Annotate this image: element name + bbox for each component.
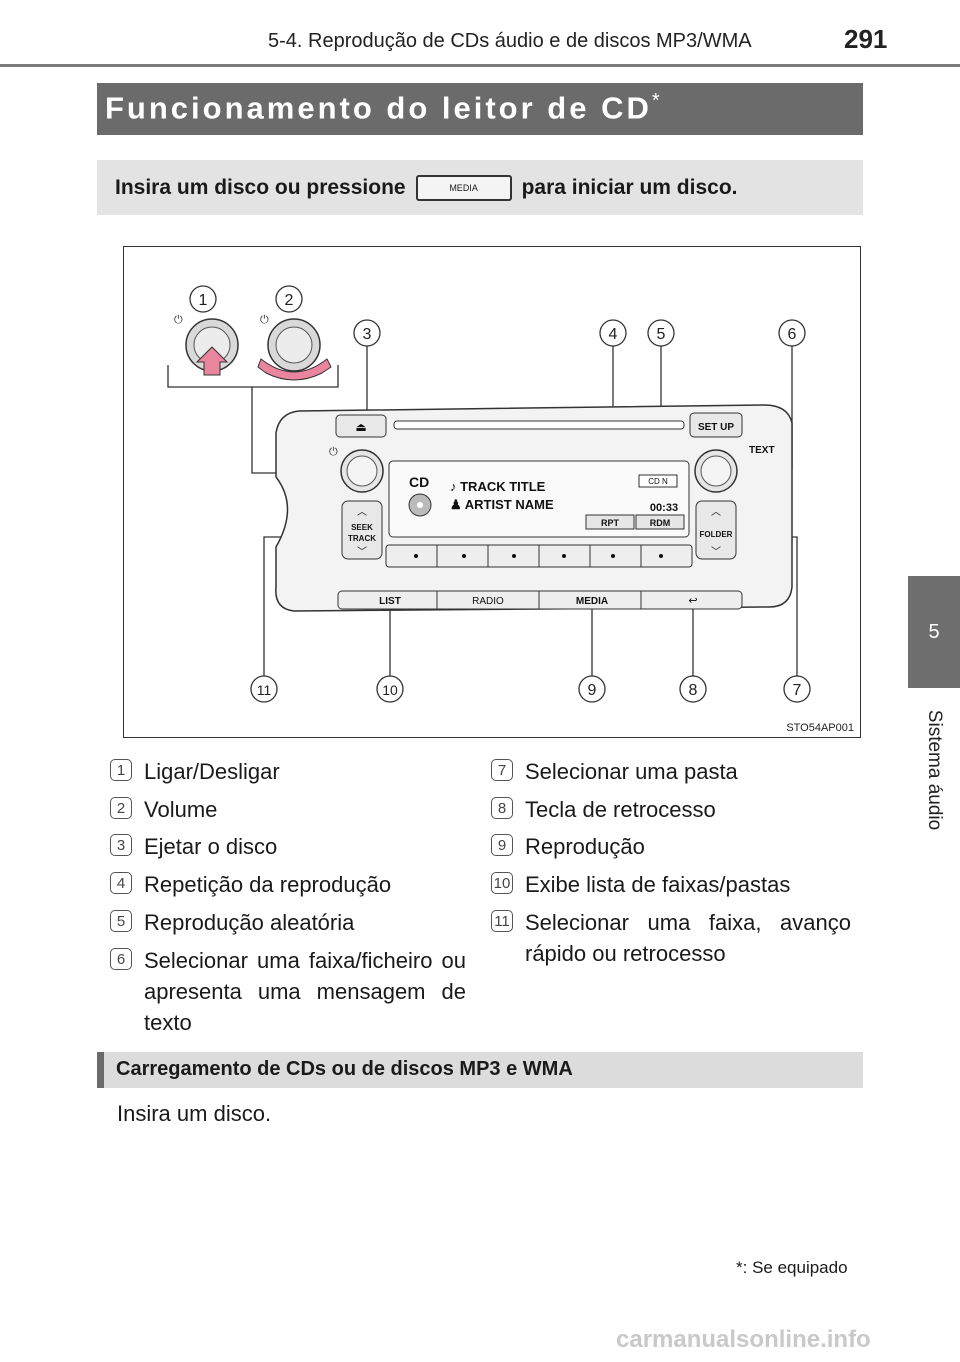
eject-label: ⏏ bbox=[355, 420, 366, 434]
svg-text:﹀: ﹀ bbox=[357, 546, 367, 558]
display-track: ♪ TRACK TITLE bbox=[450, 479, 546, 494]
page-number: 291 bbox=[844, 24, 888, 54]
header-rule bbox=[0, 64, 960, 67]
section-body: Insira um disco. bbox=[117, 1101, 272, 1126]
item-badge-7: 7 bbox=[491, 759, 513, 781]
item-text-6: Selecionar uma faixa/ficheiro ou apresen… bbox=[144, 948, 466, 1035]
track-label: TRACK bbox=[348, 534, 376, 543]
instruction-before: Insira um disco ou pressione bbox=[115, 176, 406, 199]
display-time: 00:33 bbox=[650, 502, 678, 514]
callout-11: 11 bbox=[257, 682, 272, 698]
seek-label: SEEK bbox=[351, 523, 373, 532]
watermark: carmanualsonline.info bbox=[616, 1326, 871, 1353]
svg-text:︿: ︿ bbox=[357, 507, 367, 518]
callout-1: 1 bbox=[199, 292, 208, 309]
display-cd-icon: CD N bbox=[648, 477, 668, 486]
svg-text:︿: ︿ bbox=[711, 507, 721, 518]
main-title: Funcionamento do leitor de CD bbox=[105, 90, 652, 126]
callout-9: 9 bbox=[588, 682, 597, 699]
instruction-box: Insira um disco ou pressione MEDIA para … bbox=[97, 160, 863, 215]
item-text-2: Volume bbox=[144, 797, 218, 822]
setup-label: SET UP bbox=[698, 422, 734, 433]
callout-7: 7 bbox=[793, 682, 802, 699]
item-text-3: Ejetar o disco bbox=[144, 834, 278, 859]
item-text-5: Reprodução aleatória bbox=[144, 910, 355, 935]
svg-text:⏻: ⏻ bbox=[329, 446, 338, 458]
callout-3: 3 bbox=[363, 326, 372, 343]
callout-10: 10 bbox=[382, 682, 398, 698]
audio-panel-figure: ⏻ ⏻ ⏏ SET UP TEXT ⏻ CD ♪ TRACK TITLE ♟ A… bbox=[123, 246, 861, 738]
media-button-glyph: MEDIA bbox=[415, 175, 512, 201]
folder-label: FOLDER bbox=[700, 530, 733, 539]
chapter-title: Sistema áudio bbox=[924, 709, 945, 831]
callout-4: 4 bbox=[609, 326, 618, 343]
back-label: ↩ bbox=[688, 595, 697, 607]
inset-knobs: ⏻ ⏻ bbox=[174, 314, 332, 381]
chapter-tab: 5 bbox=[908, 576, 960, 688]
instruction-after: para iniciar um disco. bbox=[521, 176, 738, 199]
item-text-1: Ligar/Desligar bbox=[144, 759, 280, 784]
chapter-number: 5 bbox=[928, 620, 940, 643]
section-header: 5-4. Reprodução de CDs áudio e de discos… bbox=[268, 30, 752, 52]
item-text-9: Reprodução bbox=[525, 834, 645, 859]
section-heading-bar: Carregamento de CDs ou de discos MP3 e W… bbox=[97, 1052, 863, 1088]
callout-8: 8 bbox=[689, 682, 698, 699]
list-label: LIST bbox=[379, 596, 401, 607]
svg-text:﹀: ﹀ bbox=[711, 546, 721, 558]
callout-6: 6 bbox=[788, 326, 797, 343]
radio-label: RADIO bbox=[472, 596, 504, 607]
svg-text:⏻: ⏻ bbox=[260, 314, 269, 326]
item-badge-5: 5 bbox=[110, 910, 132, 932]
callout-5: 5 bbox=[657, 326, 666, 343]
item-text-7: Selecionar uma pasta bbox=[525, 759, 738, 784]
text-label: TEXT bbox=[749, 445, 775, 456]
item-badge-11: 11 bbox=[491, 910, 513, 932]
item-badge-9: 9 bbox=[491, 834, 513, 856]
footnote-text: : Se equipado bbox=[742, 1258, 848, 1277]
main-title-bar: Funcionamento do leitor de CD* bbox=[97, 83, 863, 135]
media-label: MEDIA bbox=[576, 596, 608, 607]
item-badge-4: 4 bbox=[110, 872, 132, 894]
svg-text:⏻: ⏻ bbox=[174, 314, 183, 326]
equipped-mark: * bbox=[651, 90, 660, 112]
item-badge-8: 8 bbox=[491, 797, 513, 819]
footnote-mark: * bbox=[736, 1258, 743, 1277]
display-source: CD bbox=[409, 474, 429, 490]
item-badge-3: 3 bbox=[110, 834, 132, 856]
item-badge-1: 1 bbox=[110, 759, 132, 781]
item-badge-10: 10 bbox=[491, 872, 513, 894]
rpt-label: RPT bbox=[601, 518, 620, 528]
item-text-10: Exibe lista de faixas/pastas bbox=[525, 872, 791, 897]
item-text-4: Repetição da reprodução bbox=[144, 872, 392, 897]
figure-code: STO54AP001 bbox=[786, 722, 854, 734]
item-text-11: Selecionar uma faixa, avanço rápido ou r… bbox=[525, 910, 851, 966]
display-artist: ♟ ARTIST NAME bbox=[450, 497, 554, 512]
rdm-label: RDM bbox=[650, 518, 671, 528]
footnote: *: Se equipado bbox=[736, 1258, 848, 1278]
item-text-8: Tecla de retrocesso bbox=[525, 797, 716, 822]
section-heading: Carregamento de CDs ou de discos MP3 e W… bbox=[116, 1058, 573, 1080]
item-badge-2: 2 bbox=[110, 797, 132, 819]
item-badge-6: 6 bbox=[110, 948, 132, 970]
audio-panel-illustration: ⏻ ⏻ ⏏ SET UP TEXT ⏻ CD ♪ TRACK TITLE ♟ A… bbox=[167, 285, 811, 703]
callout-2: 2 bbox=[285, 292, 294, 309]
chapter-label: Sistema áudio bbox=[896, 700, 960, 840]
